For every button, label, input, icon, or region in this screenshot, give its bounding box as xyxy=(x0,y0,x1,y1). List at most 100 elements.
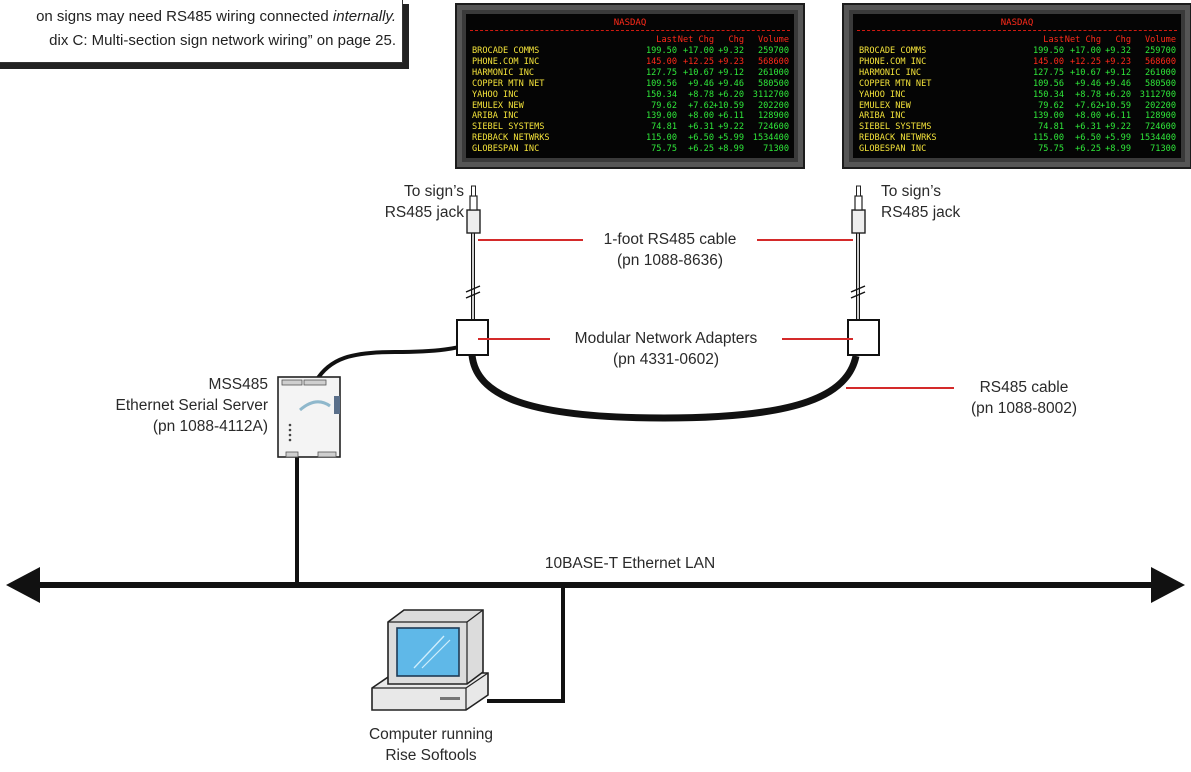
stock-last: 139.00 xyxy=(645,111,677,122)
stock-name: BROCADE COMMS xyxy=(859,46,927,56)
rs485-long-cable xyxy=(468,354,860,422)
stock-volume: 580500 xyxy=(757,78,789,89)
stock-name: REDBACK NETWRKS xyxy=(859,133,937,144)
stock-volume: 724600 xyxy=(757,122,789,133)
stock-net-chg: +8.78 xyxy=(1075,89,1101,100)
stock-net-chg: +6.31 xyxy=(688,122,714,133)
computer-label: Computer running Rise Softools xyxy=(368,726,494,764)
stock-chg: +6.20 xyxy=(1105,89,1131,100)
stock-name: BROCADE COMMS xyxy=(472,46,540,56)
arrow-left-icon xyxy=(6,567,40,603)
stock-chg: +10.59 xyxy=(1099,100,1131,111)
stock-net-chg: +8.78 xyxy=(688,89,714,100)
stock-name: PHONE.COM INC xyxy=(472,56,540,67)
stock-name: ARIBA INC xyxy=(859,111,906,122)
stock-chg: +6.11 xyxy=(718,111,744,122)
callout-lines xyxy=(478,239,954,389)
stock-last: 79.62 xyxy=(651,100,677,111)
stock-chg: +9.23 xyxy=(1105,56,1131,67)
jack-label-right: To sign’s RS485 jack xyxy=(881,183,961,221)
stock-volume: 3112700 xyxy=(1139,89,1176,100)
stock-volume: 259700 xyxy=(1144,46,1176,56)
stock-chg: +9.32 xyxy=(718,46,744,56)
stock-net-chg: +6.25 xyxy=(1075,144,1101,155)
stock-name: COPPER MTN NET xyxy=(472,78,545,89)
stock-net-chg: +7.62 xyxy=(688,100,714,111)
stock-chg: +9.46 xyxy=(718,78,744,89)
stock-volume: 724600 xyxy=(1144,122,1176,133)
stock-net-chg: +12.25 xyxy=(1069,56,1101,67)
stock-chg: +9.46 xyxy=(1105,78,1131,89)
stock-chg: +9.23 xyxy=(718,56,744,67)
stock-net-chg: +6.31 xyxy=(1075,122,1101,133)
long-cable-label: RS485 cable (pn 1088-8002) xyxy=(971,379,1077,417)
stock-net-chg: +10.67 xyxy=(682,67,714,78)
stock-name: PHONE.COM INC xyxy=(859,56,927,67)
stock-chg: +9.32 xyxy=(1105,46,1131,56)
sign-title: NASDAQ xyxy=(613,18,647,28)
sign-header-row: Last Net Chg Chg Volume xyxy=(859,35,1176,45)
stock-last: 145.00 xyxy=(1032,56,1064,67)
sign-screen: NASDAQ Last Net Chg Chg Volume BROCADE C… xyxy=(466,14,794,158)
stock-last: 109.56 xyxy=(645,78,677,89)
stock-net-chg: +6.50 xyxy=(688,133,714,144)
plug-icon xyxy=(851,185,866,234)
sign-title: NASDAQ xyxy=(1000,18,1034,28)
header-volume: Volume xyxy=(1144,35,1176,45)
server-icon xyxy=(277,376,341,458)
stock-chg: +8.99 xyxy=(718,144,744,155)
stock-volume: 3112700 xyxy=(752,89,789,100)
stock-name: GLOBESPAN INC xyxy=(859,144,927,155)
stock-net-chg: +9.46 xyxy=(688,78,714,89)
stock-net-chg: +6.50 xyxy=(1075,133,1101,144)
header-volume: Volume xyxy=(757,35,789,45)
stock-chg: +8.99 xyxy=(1105,144,1131,155)
header-last: Last xyxy=(656,35,677,45)
header-chg: Chg xyxy=(728,35,744,45)
stock-chg: +6.11 xyxy=(1105,111,1131,122)
stock-last: 74.81 xyxy=(651,122,677,133)
stock-last: 75.75 xyxy=(651,144,677,155)
stock-name: EMULEX NEW xyxy=(472,100,524,111)
sign-divider xyxy=(470,30,790,31)
stock-volume: 261000 xyxy=(757,67,789,78)
stock-name: YAHOO INC xyxy=(859,89,906,100)
server-label: MSS485 Ethernet Serial Server (pn 1088-4… xyxy=(115,376,269,435)
header-net-chg: Net Chg xyxy=(1064,35,1101,45)
plug-icon xyxy=(466,185,481,234)
note-emphasis: internally. xyxy=(332,8,396,25)
stock-volume: 259700 xyxy=(757,46,789,56)
stock-last: 127.75 xyxy=(645,67,677,78)
stock-last: 115.00 xyxy=(645,133,677,144)
stock-name: YAHOO INC xyxy=(472,89,519,100)
stock-net-chg: +8.00 xyxy=(1075,111,1101,122)
stock-last: 150.34 xyxy=(1032,89,1064,100)
adapter-icon xyxy=(456,319,489,356)
stock-chg: +5.99 xyxy=(718,133,744,144)
sign-row: COPPER MTN NET 109.56 +9.46 +9.46 580500 xyxy=(472,79,789,89)
stock-volume: 202200 xyxy=(1144,100,1176,111)
stock-last: 150.34 xyxy=(645,89,677,100)
stock-last: 127.75 xyxy=(1032,67,1064,78)
stock-volume: 261000 xyxy=(1144,67,1176,78)
stock-chg: +9.22 xyxy=(718,122,744,133)
stock-volume: 71300 xyxy=(1150,144,1176,155)
stock-chg: +10.59 xyxy=(712,100,744,111)
stock-net-chg: +8.00 xyxy=(688,111,714,122)
stock-name: ARIBA INC xyxy=(472,111,519,122)
stock-volume: 580500 xyxy=(1144,78,1176,89)
short-cable-label: 1-foot RS485 cable (pn 1088-8636) xyxy=(603,231,737,269)
stock-last: 109.56 xyxy=(1032,78,1064,89)
sign-row: YAHOO INC 150.34 +8.78 +6.20 3112700 xyxy=(859,90,1176,100)
